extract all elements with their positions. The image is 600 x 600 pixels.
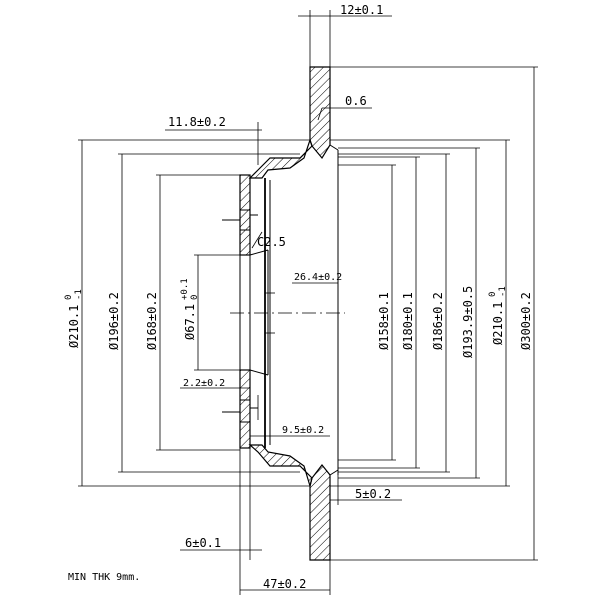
dim-step-22: 2.2±0.2 <box>183 378 225 389</box>
dim-d196: Ø196±0.2 <box>107 292 121 350</box>
tol-lower-671: 0 <box>190 295 200 300</box>
dim-depth-95: 9.5±0.2 <box>282 425 324 436</box>
note-min-thk: MIN THK 9mm. <box>68 572 140 583</box>
dim-hub-offset: 11.8±0.2 <box>168 115 226 129</box>
dim-d180: Ø180±0.1 <box>401 292 415 350</box>
tol-upper-left: 0 <box>64 295 74 300</box>
dim-depth-26: 26.4±0.2 <box>294 272 342 283</box>
dim-d158: Ø158±0.1 <box>377 292 391 350</box>
dim-d1939: Ø193.9±0.5 <box>461 286 475 358</box>
dim-d210-left: Ø210.1 <box>67 305 81 348</box>
tol-lower-right: -1 <box>498 286 508 297</box>
dim-overall-47: 47±0.2 <box>263 577 306 591</box>
dim-angle: 0.6 <box>345 94 367 108</box>
dim-d300: Ø300±0.2 <box>519 292 533 350</box>
dim-flange-5: 5±0.2 <box>355 487 391 501</box>
tol-lower-left: -1 <box>74 289 84 300</box>
dim-d186: Ø186±0.2 <box>431 292 445 350</box>
horizontal-dims <box>165 10 402 595</box>
right-diameter-dims <box>330 66 538 561</box>
mount-face-lower <box>239 369 251 449</box>
dim-chamfer: C2.5 <box>257 235 286 249</box>
friction-ring-top <box>309 66 331 160</box>
tol-upper-right: 0 <box>488 292 498 297</box>
dim-thk-top: 12±0.1 <box>340 3 383 17</box>
dim-flange-6: 6±0.1 <box>185 536 221 550</box>
dim-d168: Ø168±0.2 <box>145 292 159 350</box>
dim-d210-right: Ø210.1 <box>491 302 505 345</box>
mount-face-upper <box>239 174 251 256</box>
dim-d671: Ø67.1 <box>183 304 197 340</box>
tol-upper-671: +0.1 <box>180 278 190 300</box>
left-diameter-dims <box>78 139 310 487</box>
friction-ring-bottom <box>309 464 331 561</box>
hat-wall-bottom <box>248 444 313 489</box>
hat-wall-top <box>248 138 313 179</box>
